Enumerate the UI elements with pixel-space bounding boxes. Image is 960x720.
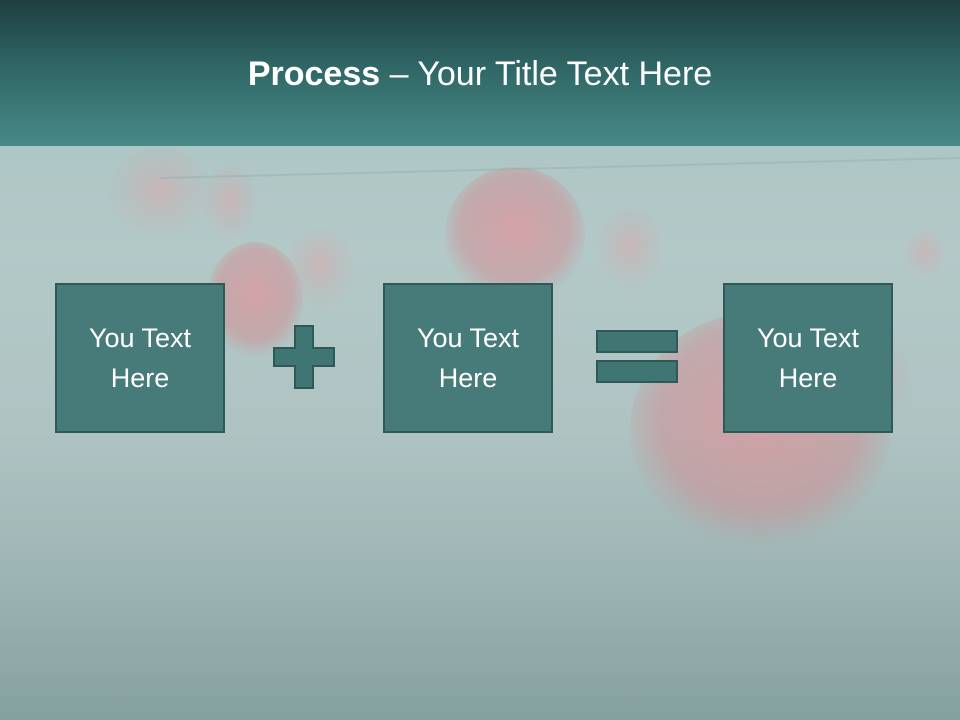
process-box-2: You Text Here — [383, 283, 553, 433]
process-box-3-text: You Text Here — [756, 323, 860, 393]
slide-title: Process – Your Title Text Here — [0, 52, 960, 96]
process-box-1: You Text Here — [55, 283, 225, 433]
slide-title-rest: – Your Title Text Here — [380, 55, 713, 93]
title-bar: Process – Your Title Text Here — [0, 0, 960, 146]
plus-icon — [273, 325, 335, 389]
process-box-2-text: You Text Here — [416, 323, 520, 393]
process-box-1-text: You Text Here — [88, 323, 192, 393]
process-box-3: You Text Here — [723, 283, 893, 433]
slide-title-bold: Process — [247, 55, 381, 93]
equals-icon — [596, 330, 678, 383]
